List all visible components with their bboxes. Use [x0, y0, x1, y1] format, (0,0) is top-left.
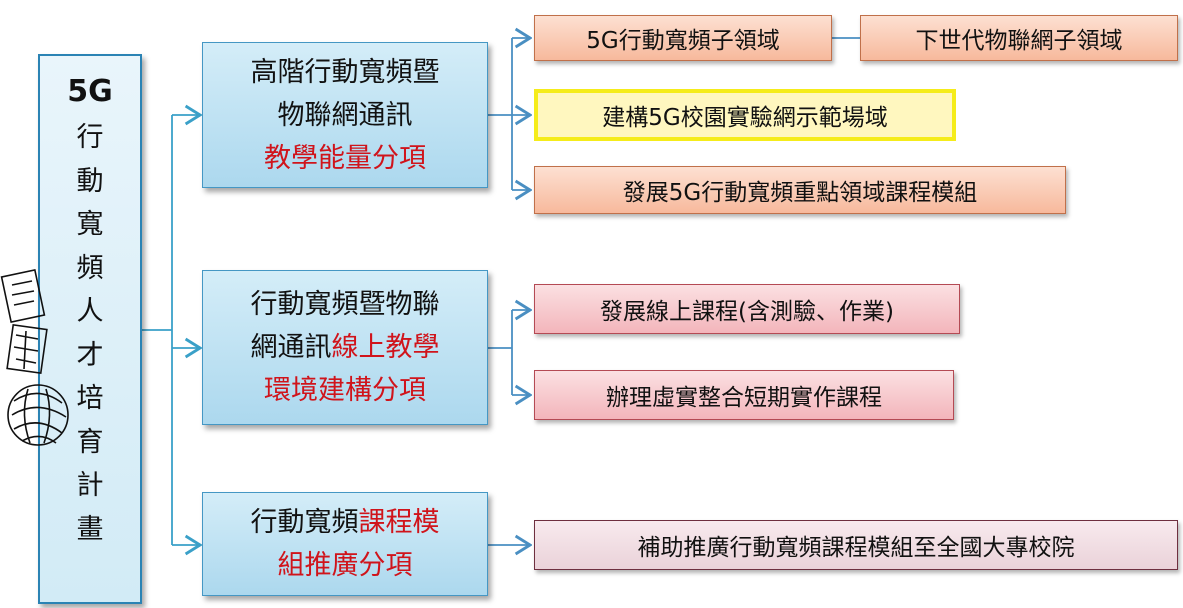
root-char: 行 — [76, 122, 104, 153]
mid2-line2-black: 網通訊 — [250, 332, 332, 363]
leaf-5g-course-modules: 發展5G行動寬頻重點領域課程模組 — [534, 166, 1066, 214]
root-char: 寬 — [76, 209, 104, 240]
mid-box-module-promotion: 行動寬頻課程模 組推廣分項 — [202, 492, 488, 596]
mid-box-teaching-capacity: 高階行動寬頻暨 物聯網通訊 教學能量分項 — [202, 42, 488, 188]
mid3-line2: 組推廣分項 — [277, 550, 413, 581]
mid3-line1-red: 課程模 — [358, 507, 440, 538]
mid2-line1: 行動寬頻暨物聯 — [250, 289, 440, 320]
mid3-line1-black: 行動寬頻 — [250, 507, 359, 538]
stamp-seal-icon — [0, 269, 69, 446]
root-char: 才 — [76, 339, 104, 371]
leaf-hybrid-short-courses: 辦理虛實整合短期實作課程 — [534, 370, 954, 420]
mid2-line2-red: 線上教學 — [331, 332, 440, 363]
root-char: 人 — [76, 296, 104, 327]
leaf-5g-subdomain: 5G行動寬頻子領域 — [534, 15, 832, 61]
root-char: 育 — [76, 426, 104, 458]
leaf-5g-campus-testbed: 建構5G校園實驗網示範場域 — [534, 89, 956, 141]
root-head: 5G — [67, 74, 113, 109]
leaf-iot-subdomain: 下世代物聯網子領域 — [860, 15, 1178, 61]
root-char: 動 — [76, 165, 104, 197]
root-char: 頻 — [76, 252, 104, 284]
mid-box-online-teaching: 行動寬頻暨物聯 網通訊線上教學 環境建構分項 — [202, 270, 488, 425]
mid2-line3: 環境建構分項 — [264, 375, 426, 406]
mid1-line2: 物聯網通訊 — [277, 99, 413, 131]
leaf-module-promotion-nationwide: 補助推廣行動寬頻課程模組至全國大專校院 — [534, 520, 1178, 570]
leaf-online-courses: 發展線上課程(含測驗、作業) — [534, 284, 960, 334]
root-plan-box: 5G 行 動 寬 頻 人 才 培 育 計 畫 — [38, 54, 142, 604]
root-char: 培 — [76, 383, 104, 414]
root-char: 計 — [76, 470, 104, 501]
mid1-line3: 教學能量分項 — [264, 142, 426, 174]
root-char: 畫 — [76, 513, 104, 545]
mid1-line1: 高階行動寬頻暨 — [250, 56, 440, 88]
